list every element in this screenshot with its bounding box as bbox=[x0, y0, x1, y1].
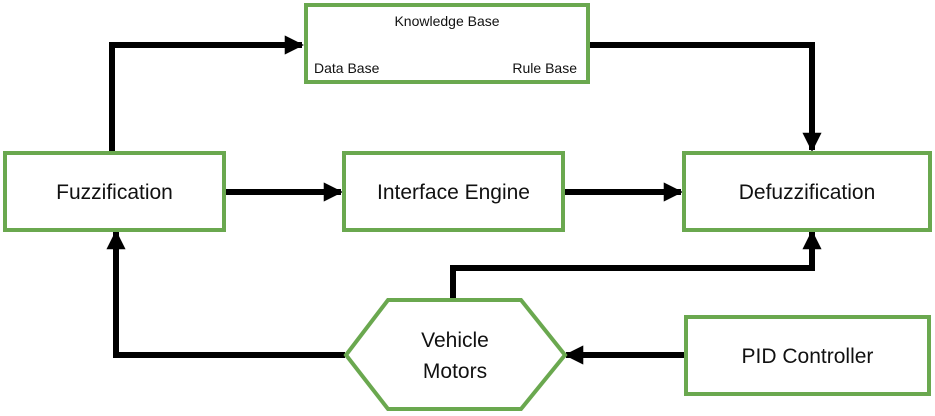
arrow-knowledge-base-to-defuzzification bbox=[588, 42, 822, 152]
knowledge-base-node: Knowledge Base Data Base Rule Base bbox=[304, 3, 590, 84]
arrow-vehicle-motors-to-defuzzification bbox=[450, 230, 822, 300]
arrow-fuzzification-to-knowledge-base bbox=[109, 35, 304, 153]
interface-engine-label: Interface Engine bbox=[377, 181, 530, 204]
fuzzification-node: Fuzzification bbox=[3, 151, 226, 232]
defuzzification-node: Defuzzification bbox=[682, 151, 932, 232]
rule-base-label: Rule Base bbox=[512, 60, 577, 76]
pid-controller-node: PID Controller bbox=[684, 315, 931, 396]
vehicle-motors-line1: Vehicle bbox=[421, 329, 489, 352]
vehicle-motors-node: Vehicle Motors bbox=[343, 298, 568, 411]
interface-engine-node: Interface Engine bbox=[342, 151, 565, 232]
fuzzification-label: Fuzzification bbox=[56, 181, 173, 204]
pid-controller-label: PID Controller bbox=[742, 345, 874, 368]
arrow-vehicle-motors-to-fuzzification bbox=[106, 230, 345, 358]
defuzzification-label: Defuzzification bbox=[739, 181, 876, 204]
knowledge-base-title: Knowledge Base bbox=[394, 13, 499, 29]
vehicle-motors-line2: Motors bbox=[423, 360, 487, 383]
data-base-label: Data Base bbox=[314, 60, 380, 76]
